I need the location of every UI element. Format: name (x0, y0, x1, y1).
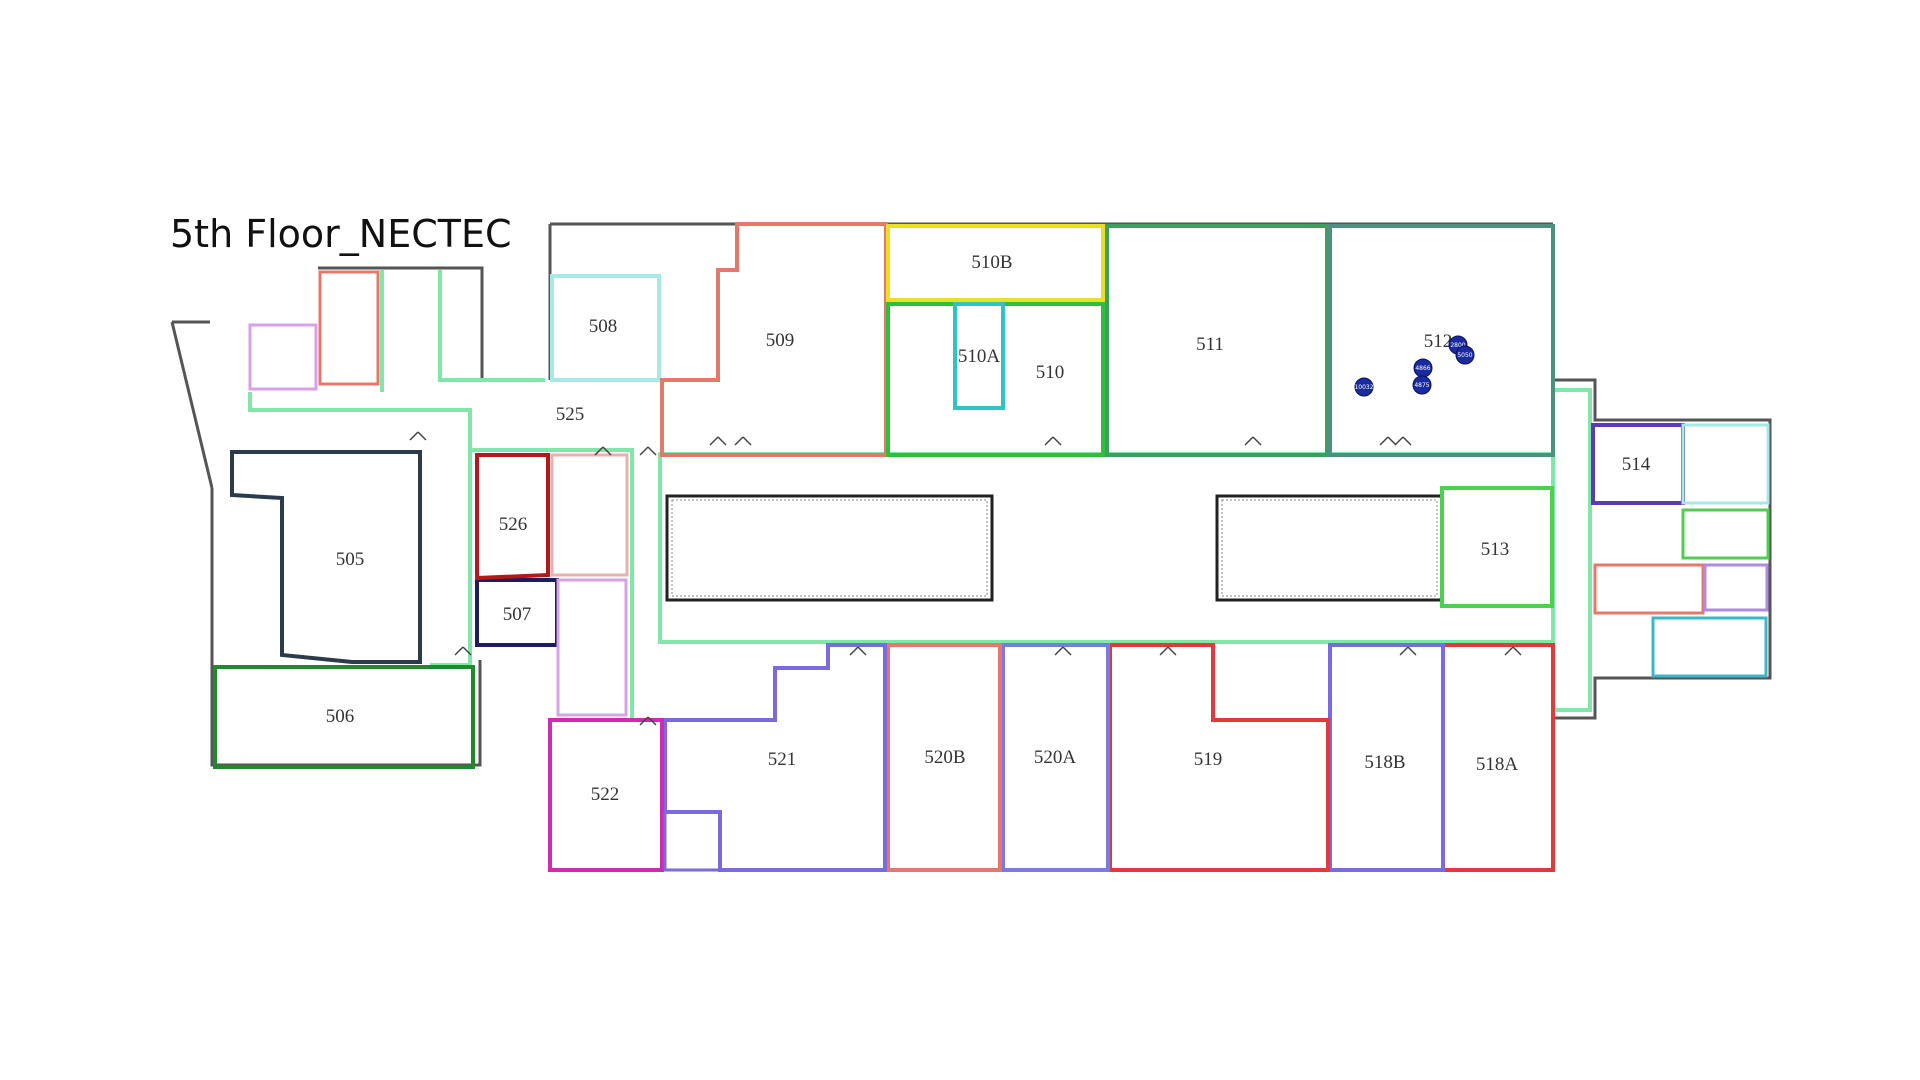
room-508-outline (550, 274, 661, 382)
light-well-east (1215, 494, 1444, 602)
door-swing (1379, 436, 1397, 446)
room-511-label: 511 (1196, 334, 1224, 355)
door-swing (1159, 646, 1177, 656)
room-510-label: 510 (1036, 362, 1065, 383)
location-marker-label: 10032 (1354, 384, 1373, 391)
room-522-outline (548, 718, 664, 872)
room-520b-outline (886, 643, 1002, 872)
room-514-label: 514 (1622, 454, 1651, 475)
door-swing (454, 646, 472, 656)
small-room-outline (318, 270, 380, 386)
corridor-outline (1553, 388, 1592, 712)
door-swing (409, 431, 427, 441)
door-swing (639, 716, 657, 726)
room-520a-outline (1001, 643, 1110, 872)
room-510-outline (886, 302, 1105, 457)
room-526-outline (475, 453, 550, 581)
room-521-label: 521 (768, 749, 797, 770)
small-room-outline (556, 578, 628, 717)
location-marker (1412, 375, 1432, 395)
door-swing (1054, 646, 1072, 656)
building-wall (318, 266, 484, 380)
door-swing (1399, 646, 1417, 656)
building-wall (170, 321, 214, 489)
building-wall (1553, 378, 1772, 720)
location-marker (1354, 377, 1374, 397)
door-swing (709, 436, 727, 446)
small-room-outline (248, 323, 318, 391)
room-518a-label: 518A (1476, 754, 1519, 775)
room-510a-label: 510A (958, 346, 1001, 367)
room-505-label: 505 (336, 549, 365, 570)
small-room-outline (1593, 563, 1705, 615)
room-509-label: 509 (766, 330, 795, 351)
small-room-outline (550, 453, 629, 577)
door-swing (1244, 436, 1262, 446)
small-room-outline (1703, 563, 1769, 612)
corridor-outline (470, 448, 634, 720)
light-well-west (665, 494, 994, 602)
door-swing (1394, 436, 1412, 446)
room-519-label: 519 (1194, 749, 1223, 770)
room-522-label: 522 (591, 784, 620, 805)
location-marker-label: 4866 (1415, 365, 1430, 372)
location-marker-label: 5050 (1457, 352, 1472, 359)
room-510b-label: 510B (971, 252, 1012, 273)
small-room-outline (1681, 508, 1770, 560)
light-well-west-hatch (671, 499, 988, 597)
light-well-east-hatch (1221, 499, 1438, 597)
door-swing (1504, 646, 1522, 656)
room-506-label: 506 (326, 706, 355, 727)
door-swing (734, 436, 752, 446)
room-513-outline (1440, 486, 1554, 608)
room-512-label: 512 (1424, 331, 1453, 352)
room-526-label: 526 (499, 514, 528, 535)
corridor-outline (438, 270, 545, 382)
room-510b-outline (886, 224, 1105, 302)
small-room-outline (1651, 616, 1768, 678)
room-507-label: 507 (503, 604, 532, 625)
room-505-outline (230, 450, 422, 664)
room-508-label: 508 (589, 316, 618, 337)
room-512-outline (1328, 224, 1555, 457)
door-swing (1044, 436, 1062, 446)
room-506-outline (213, 665, 475, 769)
room-511-outline (1105, 224, 1329, 457)
room-518b-label: 518B (1364, 752, 1405, 773)
door-swing (594, 446, 612, 456)
small-room-outline (1681, 423, 1770, 505)
floor-title: 5th Floor_NECTEC (170, 212, 512, 256)
door-swing (849, 646, 867, 656)
corridor-outline (658, 452, 1555, 644)
room-520b-label: 520B (924, 747, 965, 768)
room-513-label: 513 (1481, 539, 1510, 560)
room-520a-label: 520A (1034, 747, 1077, 768)
location-marker (1455, 345, 1475, 365)
location-marker-label: 2800 (1450, 342, 1465, 349)
room-510a-outline (953, 302, 1005, 410)
small-room-outline (663, 810, 722, 872)
door-swing (639, 446, 657, 456)
location-marker-label: 4875 (1414, 382, 1429, 389)
room-525-label: 525 (556, 404, 585, 425)
